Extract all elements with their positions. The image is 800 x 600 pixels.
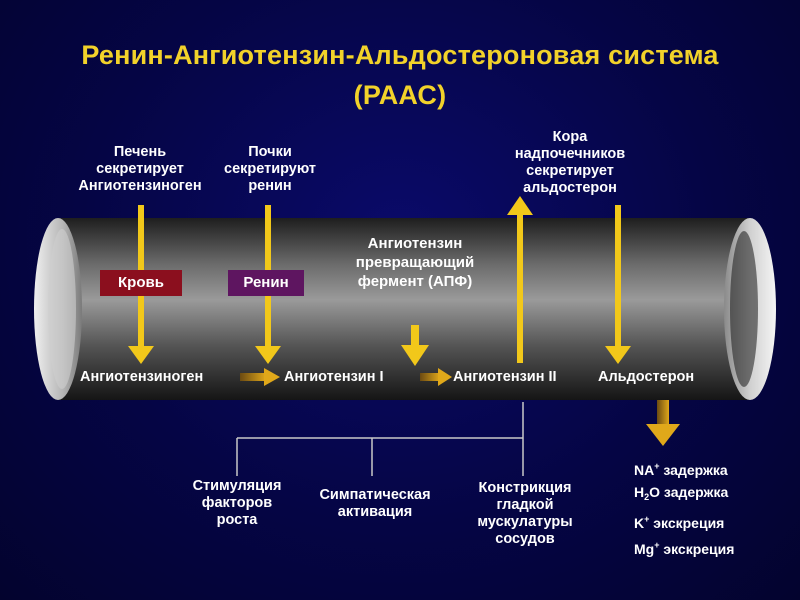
effect-growth: Стимуляция факторов роста xyxy=(192,478,282,528)
arrow-flow-2 xyxy=(420,368,452,386)
box-blood: Кровь xyxy=(100,270,182,296)
effects-connector xyxy=(236,402,524,476)
source-liver: Печень секретирует Ангиотензиноген xyxy=(78,144,202,194)
effect-k: K+ экскреция xyxy=(634,514,725,531)
arrow-aldosterone-effects xyxy=(646,400,680,446)
effect-constriction: Констрикция гладкой мускулатуры сосудов xyxy=(477,480,573,547)
effect-mg: Mg+ экскреция xyxy=(634,540,735,557)
arrow-flow-1 xyxy=(240,368,280,386)
effect-sympathetic: Симпатическая активация xyxy=(319,487,431,520)
arrow-adrenal-up xyxy=(507,196,533,363)
chain-angiotensinogen: Ангиотензиноген xyxy=(80,369,204,385)
effect-na: NA+ задержка xyxy=(634,461,728,478)
vessel-tube xyxy=(58,218,750,400)
chain-aldosterone: Альдостерон xyxy=(598,369,695,385)
effect-h2o: H2O задержка xyxy=(634,484,729,502)
page-title: Ренин-Ангиотензин-Альдостероновая систем… xyxy=(81,40,719,70)
enzyme-ace: Ангиотензин превращающий фермент (АПФ) xyxy=(355,235,475,290)
source-adrenal: Кора надпочечников секретирует альдостер… xyxy=(514,129,626,196)
chain-angiotensin-2: Ангиотензин II xyxy=(453,369,557,385)
box-renin: Ренин xyxy=(228,270,304,296)
arrow-ace-down xyxy=(401,325,429,366)
arrow-aldosterone-down xyxy=(605,205,631,364)
source-kidneys: Почки секретируют ренин xyxy=(224,144,316,194)
aldosterone-effects: NA+ задержка H2O задержка K+ экскреция M… xyxy=(634,455,734,560)
page-subtitle: (РААС) xyxy=(353,80,447,110)
chain-angiotensin-1: Ангиотензин I xyxy=(284,369,384,385)
